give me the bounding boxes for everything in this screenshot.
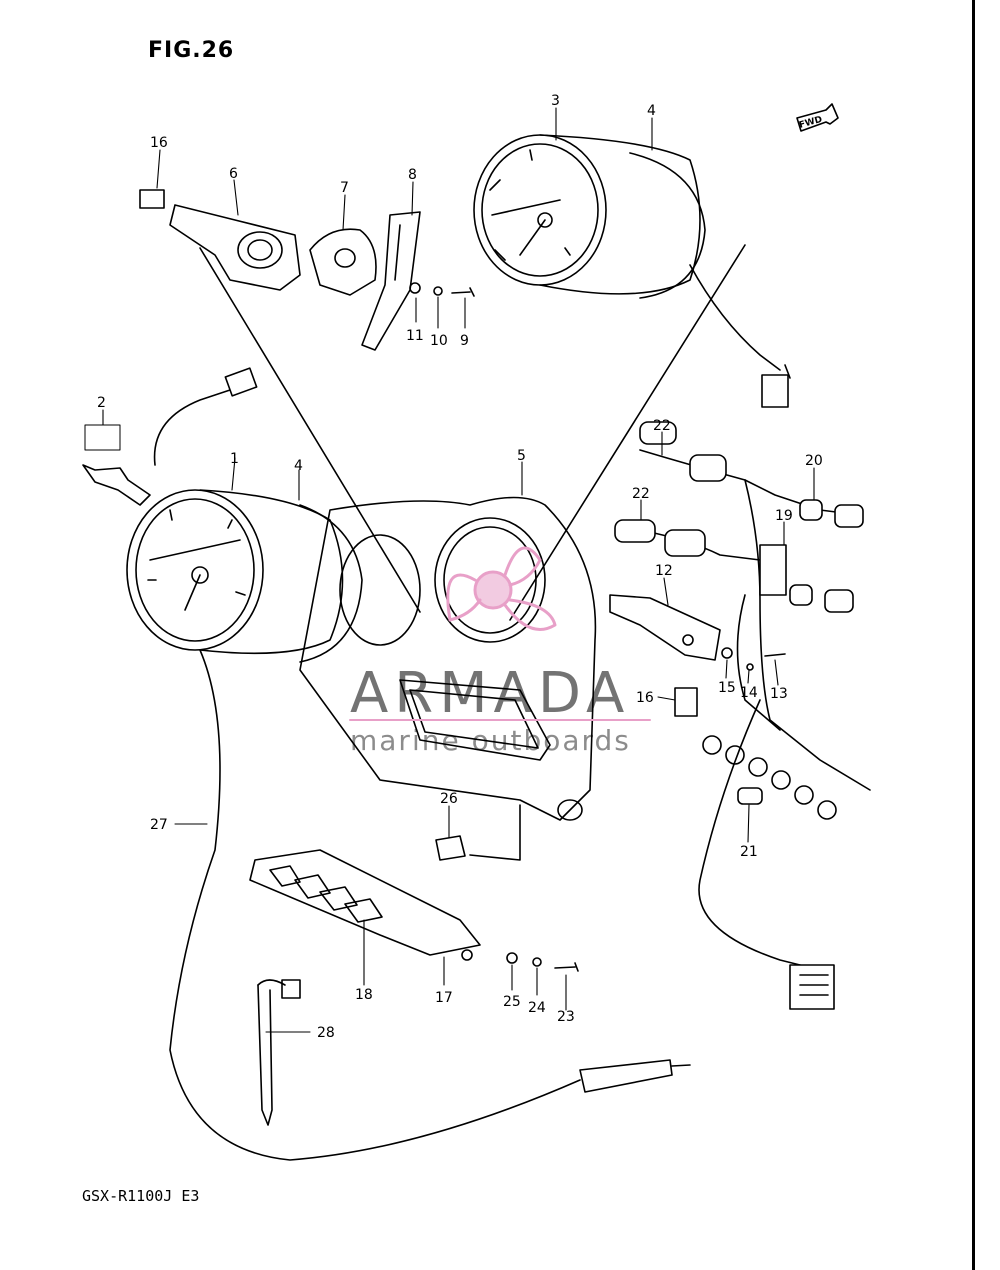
callout-14: 14 <box>740 685 758 701</box>
callout-11: 11 <box>406 328 424 344</box>
callout-26: 26 <box>440 791 458 807</box>
instrument-panel-housing <box>299 496 597 861</box>
wiring-harness <box>614 421 871 1010</box>
callout-17: 17 <box>435 990 453 1006</box>
tachometer-gauge <box>473 134 791 408</box>
callout-16: 16 <box>150 135 168 151</box>
callout-22-top: 22 <box>653 418 671 434</box>
bracket-assembly-top <box>139 189 746 621</box>
callout-16-right: 16 <box>636 690 654 706</box>
speedometer-gauge <box>82 367 691 1161</box>
model-code: GSX-R1100J E3 <box>82 1187 200 1205</box>
watermark-tagline: marine outboards <box>350 724 631 757</box>
leader-lines <box>102 107 815 1033</box>
callout-5: 5 <box>517 448 526 464</box>
callout-12: 12 <box>655 563 673 579</box>
callout-1: 1 <box>230 451 239 467</box>
callout-21: 21 <box>740 844 758 860</box>
callout-20: 20 <box>805 453 823 469</box>
sensor-probe <box>257 979 301 1126</box>
callout-15: 15 <box>718 680 736 696</box>
figure-title: FIG.26 <box>148 38 235 63</box>
callout-7: 7 <box>340 180 349 196</box>
callout-18: 18 <box>355 987 373 1003</box>
callout-25: 25 <box>503 994 521 1010</box>
callout-3: 3 <box>551 93 560 109</box>
callout-23: 23 <box>557 1009 575 1025</box>
callout-2: 2 <box>97 395 106 411</box>
indicator-light-panel <box>249 849 579 972</box>
side-bracket <box>609 594 786 717</box>
watermark-name: ARMADA <box>350 661 630 726</box>
callout-27: 27 <box>150 817 168 833</box>
callout-19: 19 <box>775 508 793 524</box>
callout-6: 6 <box>229 166 238 182</box>
callout-13: 13 <box>770 686 788 702</box>
page-border <box>972 0 975 1270</box>
callout-28: 28 <box>317 1025 335 1041</box>
callout-4-top: 4 <box>647 103 656 119</box>
callout-10: 10 <box>430 333 448 349</box>
callout-8: 8 <box>408 167 417 183</box>
callout-9: 9 <box>460 333 469 349</box>
callout-labels: 16 6 7 8 3 4 11 10 9 2 1 4 5 22 20 22 19… <box>97 93 823 1041</box>
callout-24: 24 <box>528 1000 546 1016</box>
fwd-arrow-icon: FWD <box>796 103 839 132</box>
callout-22-mid: 22 <box>632 486 650 502</box>
armada-logo-icon <box>446 546 557 631</box>
callout-4-mid: 4 <box>294 458 303 474</box>
